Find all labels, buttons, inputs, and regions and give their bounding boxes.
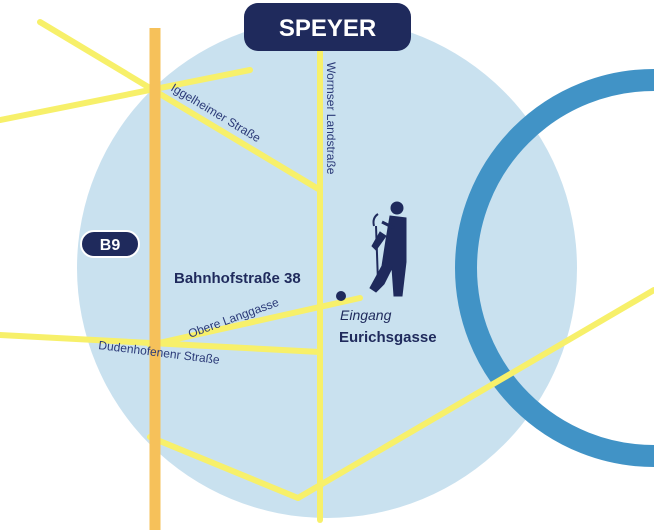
entrance-label: Eingang xyxy=(340,307,392,323)
road-west-upper xyxy=(0,67,253,123)
hockey-figure-icon xyxy=(369,201,407,297)
road-southwest xyxy=(147,434,301,501)
ring-road xyxy=(455,69,654,467)
highway-badge: B9 xyxy=(80,230,140,258)
road-obere-langgasse xyxy=(147,295,363,348)
road-iggelheimer xyxy=(37,19,323,193)
destination-address: Bahnhofstraße 38 xyxy=(174,270,301,287)
highway-badge-label: B9 xyxy=(100,237,121,254)
city-badge: SPEYER xyxy=(244,3,411,51)
entrance-street-label: Eurichsgasse xyxy=(339,329,437,346)
city-area-circle xyxy=(77,18,577,518)
road-south-east xyxy=(295,287,654,501)
street-label-wormser: Wormser Landstraße xyxy=(324,62,338,175)
dot-marker-icon xyxy=(336,291,346,301)
city-badge-label: SPEYER xyxy=(279,15,376,42)
